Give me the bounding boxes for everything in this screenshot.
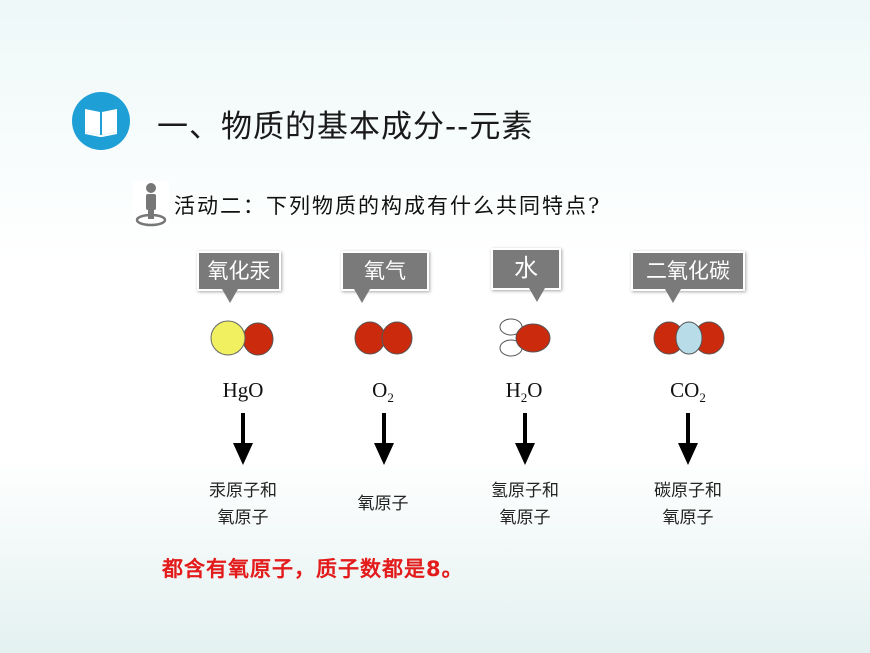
- atoms-line: 氧原子: [217, 508, 269, 528]
- atoms-carbon-dioxide: 碳原子和 氧原子: [628, 478, 748, 532]
- formula-subscript: 2: [699, 390, 706, 406]
- formula-subscript: 2: [387, 390, 394, 406]
- atoms-mercury-oxide: 汞原子和 氧原子: [183, 478, 303, 532]
- callout-label: 氧化汞: [197, 251, 281, 291]
- formula-h2o: H2O: [484, 378, 564, 406]
- callout-label: 氧气: [341, 251, 429, 291]
- callout-tail: [354, 289, 370, 303]
- formula-text: O: [527, 378, 543, 402]
- atoms-water: 氢原子和 氧原子: [465, 478, 585, 532]
- down-arrow-icon: [233, 413, 253, 465]
- down-arrow-icon: [515, 413, 535, 465]
- carbon-dioxide-molecule: [653, 321, 725, 355]
- book-icon: [72, 92, 130, 150]
- water-molecule: [499, 318, 551, 357]
- activity-question: 活动二：下列物质的构成有什么共同特点?: [174, 194, 602, 218]
- down-arrow-icon: [374, 413, 394, 465]
- down-arrow-icon: [678, 413, 698, 465]
- formula-text: O: [372, 378, 388, 402]
- atoms-line: 氧原子: [357, 494, 409, 514]
- formula-co2: CO2: [648, 378, 728, 406]
- mercury-oxide-molecule: [210, 320, 274, 356]
- formula-subscript: 2: [520, 390, 528, 406]
- section-title: 一、物质的基本成分--元素: [157, 109, 534, 145]
- formula-text: H: [505, 378, 521, 402]
- callout-tail: [529, 288, 545, 302]
- callout-label: 二氧化碳: [631, 251, 745, 291]
- oxygen-molecule: [354, 321, 413, 355]
- atoms-oxygen: 氧原子: [323, 491, 443, 518]
- formula-o2: O2: [343, 378, 423, 406]
- atoms-line: 氢原子和: [491, 481, 559, 501]
- person-icon: [133, 181, 169, 227]
- atoms-line: 碳原子和: [654, 481, 722, 501]
- formula-text: CO: [670, 378, 700, 402]
- atoms-line: 氧原子: [662, 508, 714, 528]
- callout-tail: [222, 289, 238, 303]
- callout-label: 水: [491, 248, 561, 290]
- atoms-line: 汞原子和: [209, 481, 277, 501]
- conclusion-text: 都含有氧原子，质子数都是8。: [162, 557, 464, 581]
- atoms-line: 氧原子: [499, 508, 551, 528]
- callout-tail: [665, 289, 681, 303]
- formula-text: HgO: [222, 378, 264, 402]
- formula-hgo: HgO: [203, 378, 283, 403]
